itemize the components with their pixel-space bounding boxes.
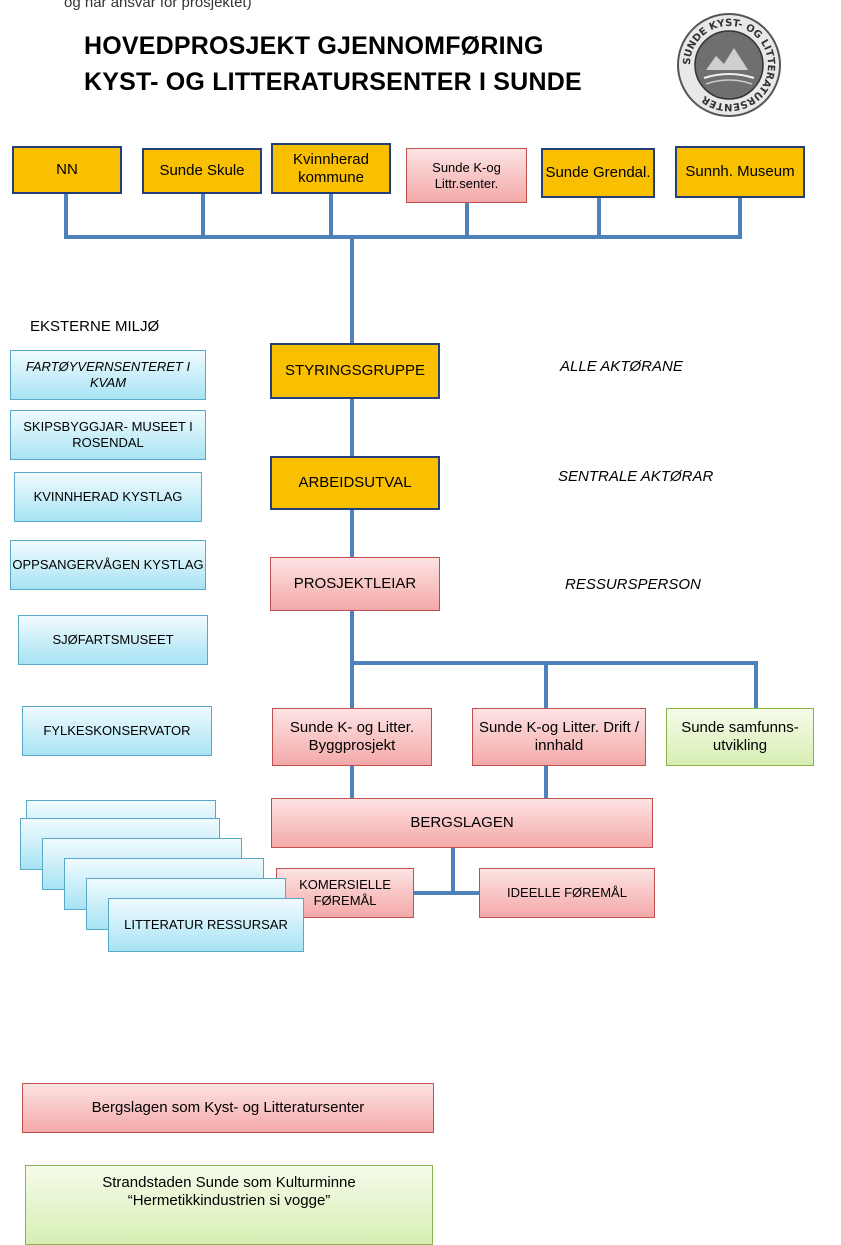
stack-card-litteratur-ressursar: LITTERATUR RESSURSAR	[108, 898, 304, 952]
page-subtitle: KYST- OG LITTERATURSENTER I SUNDE	[84, 68, 582, 96]
project-leader-box: PROSJEKTLEIAR	[270, 557, 440, 611]
steering-group-box: STYRINGSGRUPPE	[270, 343, 440, 399]
owner-kvinnherad-kommune: Kvinnherad kommune	[271, 143, 391, 194]
working-committee-role: SENTRALE AKTØRAR	[558, 468, 714, 485]
owner-sunde-grendal: Sunde Grendal.	[541, 148, 655, 198]
subproject-operations: Sunde K-og Litter. Drift / innhald	[472, 708, 646, 766]
external-fartoyvernsenteret: FARTØYVERNSENTERET I KVAM	[10, 350, 206, 400]
external-sjofartsmuseet: SJØFARTSMUSEET	[18, 615, 208, 665]
external-oppsangervagen-kystlag: OPPSANGERVÅGEN KYSTLAG	[10, 540, 206, 590]
steering-group-role: ALLE AKTØRANE	[560, 358, 683, 375]
subproject-community-development: Sunde samfunns- utvikling	[666, 708, 814, 766]
ideal-purpose-box: IDEELLE FØREMÅL	[479, 868, 655, 918]
seal-logo: SUNDE KYST- OG LITTERATURSENTER	[677, 13, 781, 117]
external-fylkeskonservator: FYLKESKONSERVATOR	[22, 706, 212, 756]
bergslagen-box: BERGSLAGEN	[271, 798, 653, 848]
owner-sunnh-museum: Sunnh. Museum	[675, 146, 805, 198]
subproject-building: Sunde K- og Litter. Byggprosjekt	[272, 708, 432, 766]
outcome-bergslagen: Bergslagen som Kyst- og Litteratursenter	[22, 1083, 434, 1133]
working-committee-box: ARBEIDSUTVAL	[270, 456, 440, 510]
outcome-strandstaden: Strandstaden Sunde som Kulturminne “Herm…	[25, 1165, 433, 1245]
external-skipsbyggjarmuseet: SKIPSBYGGJAR- MUSEET I ROSENDAL	[10, 410, 206, 460]
page-title: HOVEDPROSJEKT GJENNOMFØRING	[84, 32, 544, 60]
owner-sunde-k-og-littr-senter: Sunde K-og Littr.senter.	[406, 148, 527, 203]
owner-nn: NN	[12, 146, 122, 194]
external-kvinnherad-kystlag: KVINNHERAD KYSTLAG	[14, 472, 202, 522]
external-heading: EKSTERNE MILJØ	[30, 318, 160, 335]
project-leader-role: RESSURSPERSON	[565, 576, 701, 593]
owner-sunde-skule: Sunde Skule	[142, 148, 262, 194]
cropped-top-text: og har ansvar for prosjektet)	[64, 0, 252, 11]
